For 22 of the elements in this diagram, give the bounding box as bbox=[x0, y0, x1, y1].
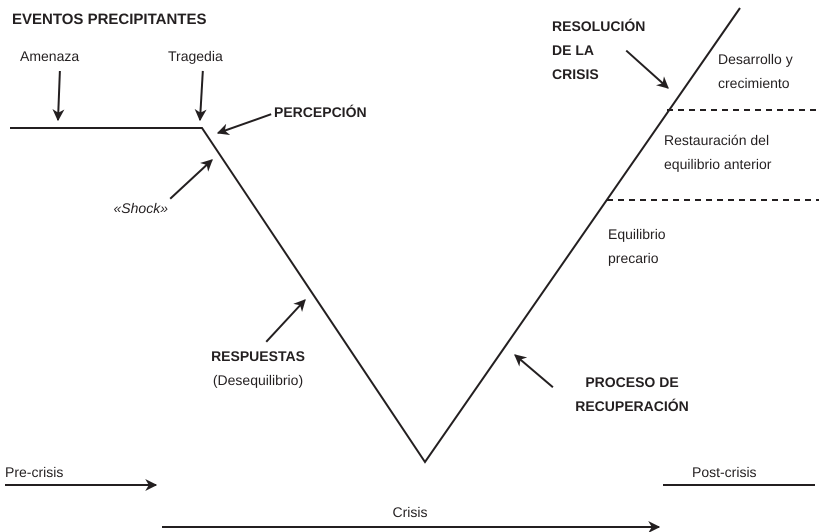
arrow bbox=[52, 70, 64, 122]
arrow bbox=[216, 113, 272, 136]
label-subtext: (Desequilibrio) bbox=[212, 371, 304, 390]
zone-label: Pre-crisis bbox=[5, 463, 64, 482]
arrow bbox=[170, 159, 213, 200]
zone-label: Desarrollo y crecimiento bbox=[718, 50, 794, 93]
label-text: «Shock» bbox=[112, 199, 168, 218]
label-text: PROCESO DE RECUPERACIÓN bbox=[574, 373, 690, 416]
zone-label: Post-crisis bbox=[692, 463, 758, 482]
title: EVENTOS PRECIPITANTES bbox=[12, 10, 206, 30]
label-text: PERCEPCIÓN bbox=[274, 103, 368, 122]
zone-label: Equilibrio precario bbox=[608, 225, 667, 268]
arrow bbox=[514, 354, 554, 388]
arrow bbox=[626, 50, 669, 89]
label-text: RESOLUCIÓN DE LA CRISIS bbox=[552, 17, 642, 84]
label-text: Amenaza bbox=[20, 47, 80, 66]
arrow bbox=[194, 70, 207, 122]
label-text: Tragedia bbox=[168, 47, 224, 66]
zone-label: Crisis bbox=[392, 503, 428, 522]
arrow bbox=[266, 299, 306, 342]
label-text: RESPUESTAS bbox=[210, 347, 306, 366]
zone-label: Restauración del equilibrio anterior bbox=[664, 131, 772, 174]
